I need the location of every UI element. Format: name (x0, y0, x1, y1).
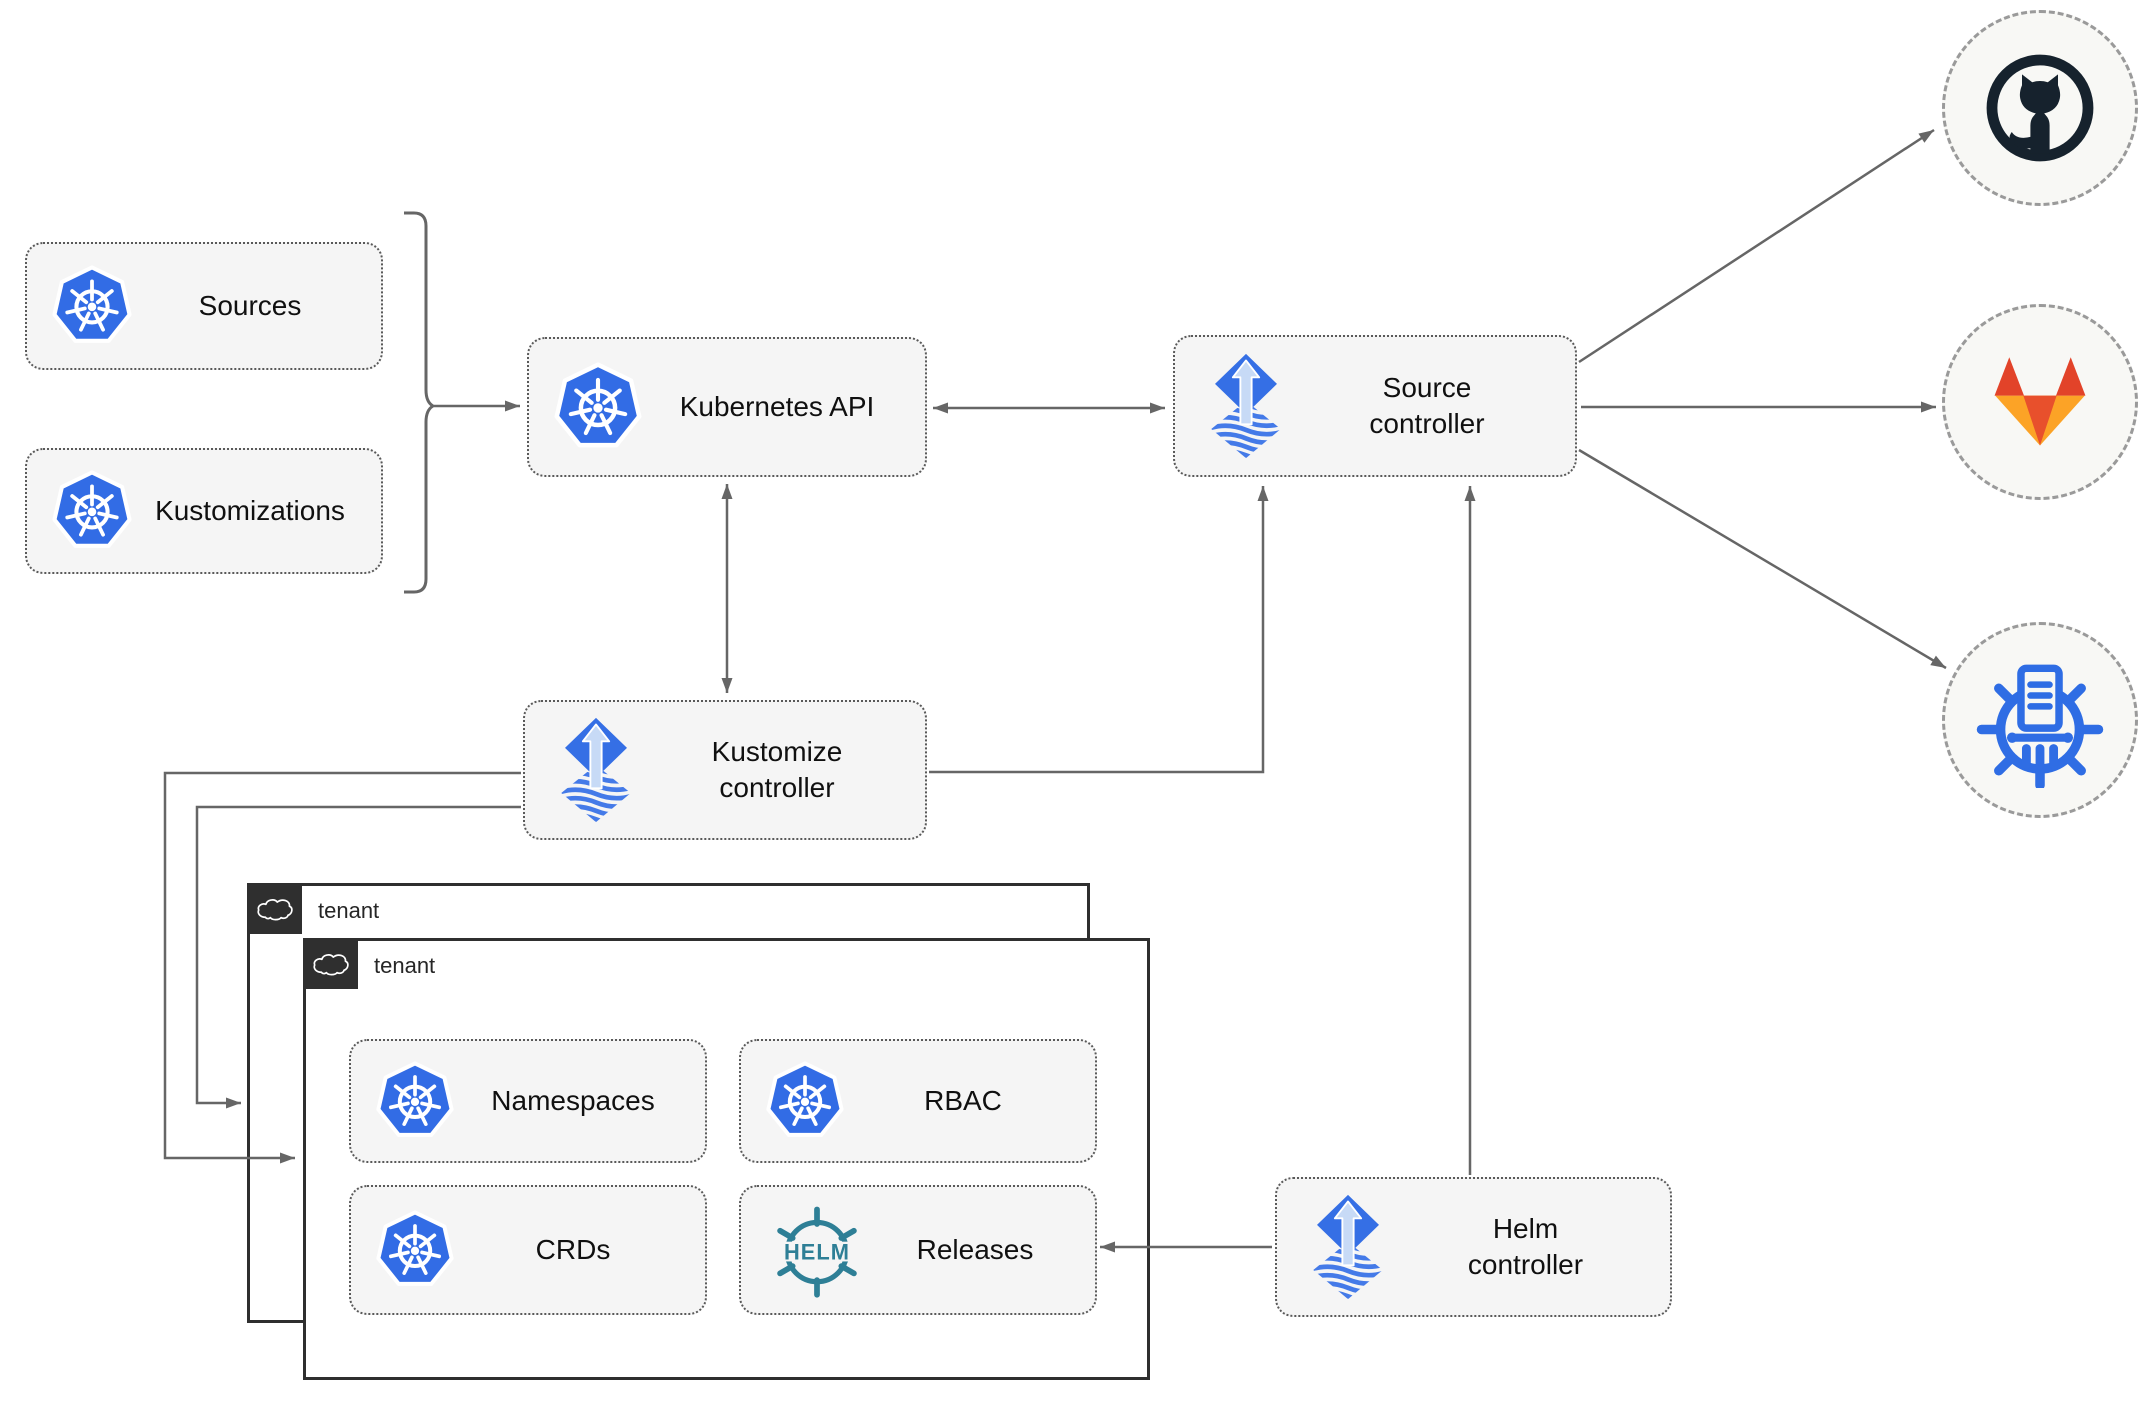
node-label: Kubernetes API (679, 390, 875, 422)
endpoint-gitlab (1942, 304, 2138, 500)
node-label: Source controller (1369, 371, 1485, 439)
endpoint-github (1942, 10, 2138, 206)
node-label: Sources (198, 289, 302, 321)
node-kustomizations: Kustomizations (25, 448, 383, 574)
flux-icon (1199, 352, 1293, 460)
edge-kustomize-to-source-controller (929, 486, 1269, 774)
tenant-badge (247, 883, 302, 934)
node-namespaces: Namespaces (349, 1039, 707, 1163)
tenant-label: tenant (374, 953, 436, 978)
node-label: Kustomize controller (711, 735, 843, 803)
tenant-badge (303, 938, 358, 989)
tenant-label: tenant (318, 898, 380, 923)
helm-icon: HELM (765, 1198, 869, 1302)
node-label: Namespaces (491, 1084, 655, 1116)
node-rbac: RBAC (739, 1039, 1097, 1163)
node-label: CRDs (535, 1233, 611, 1265)
node-source-controller: Source controller (1173, 335, 1577, 477)
node-crds: CRDs (349, 1185, 707, 1315)
kubernetes-icon (553, 362, 643, 452)
kubernetes-icon (51, 470, 133, 552)
github-icon (1980, 48, 2100, 168)
helm-repository-icon (1972, 652, 2108, 788)
kubernetes-icon (765, 1061, 845, 1141)
cloud-icon (256, 895, 294, 922)
edge-source-to-helm-repository (1578, 448, 1947, 670)
helm-logo-text: HELM (784, 1239, 850, 1264)
flux-icon (1301, 1193, 1395, 1301)
node-label: Kustomizations (155, 494, 345, 526)
node-label: Helm controller (1467, 1212, 1584, 1280)
node-kustomize-controller: Kustomize controller (523, 700, 927, 840)
node-helm-controller: Helm controller (1275, 1177, 1672, 1317)
node-kubernetes-api: Kubernetes API (527, 337, 927, 477)
kubernetes-icon (51, 265, 133, 347)
gitlab-icon (1976, 338, 2104, 466)
cloud-icon (312, 950, 350, 977)
node-sources: Sources (25, 242, 383, 370)
node-label: Releases (916, 1233, 1034, 1265)
flux-icon (549, 716, 643, 824)
kubernetes-icon (375, 1210, 455, 1290)
endpoint-helm-repository (1942, 622, 2138, 818)
edge-bracket (404, 211, 437, 594)
kubernetes-icon (375, 1061, 455, 1141)
node-label: RBAC (924, 1084, 1002, 1116)
tenant-box-front: tenant Namespaces RBAC CRDs HELM Relea (303, 938, 1150, 1380)
node-releases: HELM Releases (739, 1185, 1097, 1315)
edge-source-to-github (1578, 128, 1935, 364)
